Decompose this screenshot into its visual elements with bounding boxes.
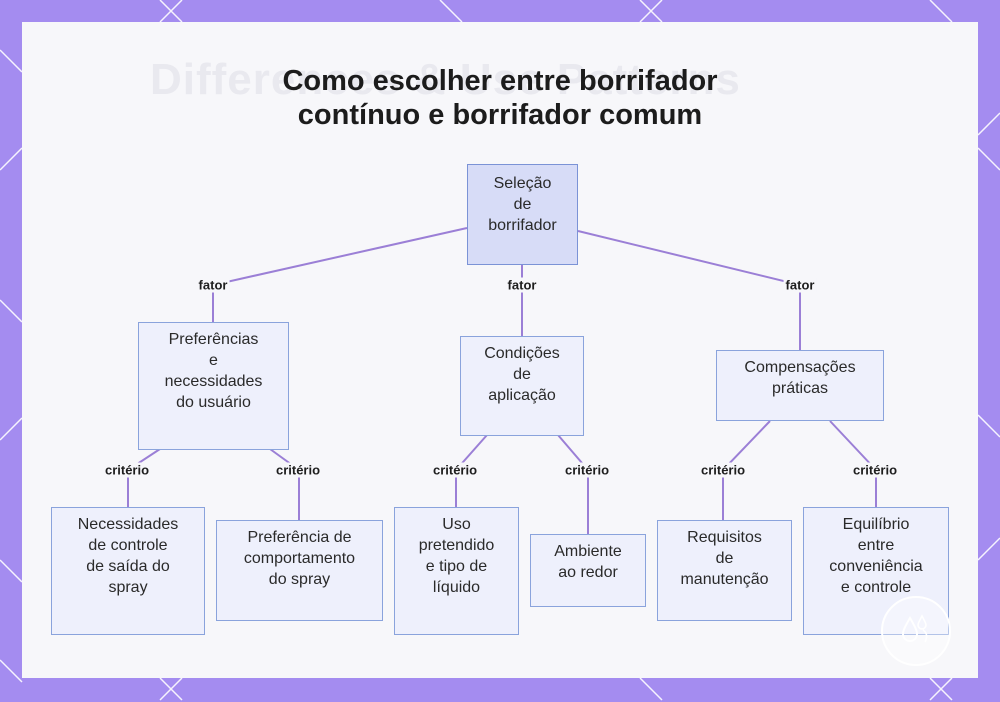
node-intended-use: Uso pretendido e tipo de líquido <box>394 507 519 635</box>
node-intended-use-line-4: líquido <box>432 579 481 596</box>
node-behavior-pref-line-3: do spray <box>268 571 331 588</box>
node-balance-line-4: e controle <box>840 579 912 596</box>
background-watermark: Differences & Use Patterns <box>150 55 741 104</box>
diagram-title: Como escolher entre borrifador contínuo … <box>200 64 800 132</box>
node-balance-line-2: entre <box>857 537 895 554</box>
node-conditions-line-1: Condições <box>484 345 560 362</box>
edge-label-fator-2: fator <box>505 277 539 293</box>
node-balance-line-3: conveniência <box>829 558 923 575</box>
node-output-control: Necessidades de controle de saída do spr… <box>51 507 205 635</box>
node-maintenance-line-2: de <box>715 550 734 567</box>
node-conditions-line-2: de <box>513 366 531 383</box>
node-behavior-pref: Preferência de comportamento do spray <box>216 520 383 621</box>
node-tradeoffs: Compensações práticas <box>716 350 884 421</box>
edge-label-criterio-2: critério <box>273 462 323 478</box>
edge-label-fator-3: fator <box>783 277 817 293</box>
node-maintenance-line-3: manutenção <box>680 571 769 588</box>
node-intended-use-line-1: Uso <box>442 516 471 533</box>
node-tradeoffs-line-2: práticas <box>771 380 828 397</box>
node-environment-line-1: Ambiente <box>554 543 622 560</box>
node-environment-line-2: ao redor <box>558 564 618 581</box>
node-user-prefs-line-2: e <box>209 352 218 369</box>
node-tradeoffs-line-1: Compensações <box>744 359 856 376</box>
node-intended-use-line-3: e tipo de <box>425 558 488 575</box>
node-user-prefs-line-3: necessidades <box>164 373 263 390</box>
node-behavior-pref-line-2: comportamento <box>243 550 356 567</box>
edge-root-tradeoffs <box>577 230 801 350</box>
node-output-control-line-3: de saída do <box>86 558 170 575</box>
title-line-1: Como escolher entre borrifador <box>282 65 718 97</box>
title-line-2: contínuo e borrifador comum <box>297 99 703 131</box>
node-behavior-pref-line-1: Preferência de <box>247 529 352 546</box>
water-drop-logo-icon <box>881 596 951 666</box>
edge-label-criterio-3: critério <box>430 462 480 478</box>
node-maintenance: Requisitos de manutenção <box>657 520 792 621</box>
edge-conditions-env <box>557 434 589 534</box>
node-root-line-3: borrifador <box>488 217 557 234</box>
node-user-prefs-line-4: do usuário <box>176 394 251 411</box>
node-user-prefs-line-1: Preferências <box>168 331 259 348</box>
edge-label-criterio-1: critério <box>102 462 152 478</box>
edge-label-criterio-4: critério <box>562 462 612 478</box>
edge-user-prefs-behavior <box>269 448 300 520</box>
edge-label-criterio-6: critério <box>850 462 900 478</box>
node-output-control-line-1: Necessidades <box>77 516 179 533</box>
node-root-line-1: Seleção <box>493 175 552 192</box>
edge-root-user-prefs <box>212 227 468 322</box>
node-root-line-2: de <box>513 196 532 213</box>
node-balance-line-1: Equilíbrio <box>842 516 910 533</box>
node-intended-use-line-2: pretendido <box>418 537 495 554</box>
node-root: Seleção de borrifador <box>467 164 578 265</box>
node-conditions: Condições de aplicação <box>460 336 584 436</box>
edge-user-prefs-output <box>127 448 161 507</box>
node-environment: Ambiente ao redor <box>530 534 646 607</box>
node-output-control-line-2: de controle <box>88 537 168 554</box>
edge-label-criterio-5: critério <box>698 462 748 478</box>
node-output-control-line-4: spray <box>108 579 148 596</box>
node-maintenance-line-1: Requisitos <box>687 529 762 546</box>
edge-label-fator-1: fator <box>196 277 230 293</box>
node-user-prefs: Preferências e necessidades do usuário <box>138 322 289 450</box>
node-conditions-line-3: aplicação <box>488 387 556 404</box>
